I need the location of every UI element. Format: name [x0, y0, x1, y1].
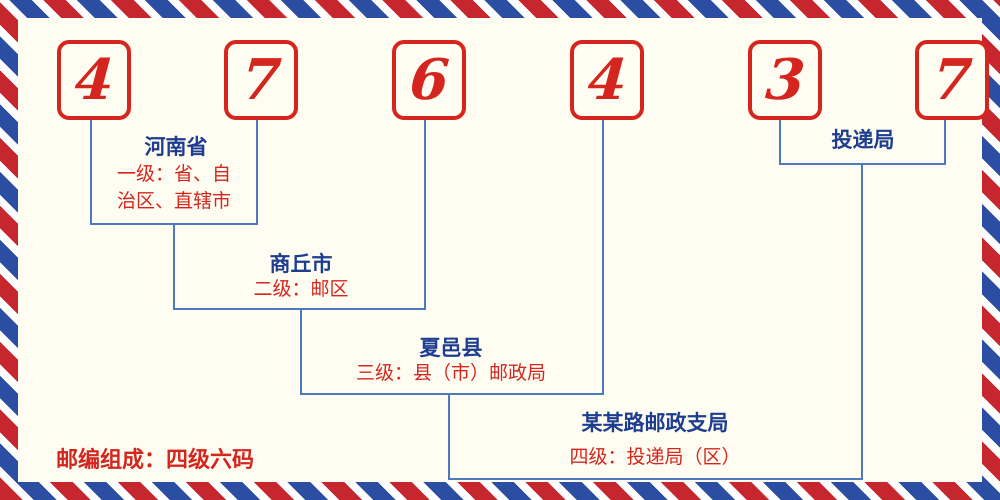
- connector-line: [448, 478, 863, 480]
- postal-digit-6: 7: [930, 47, 974, 113]
- level1-region-name: 河南省: [144, 135, 208, 159]
- level4-description: 四级：投递局（区）: [569, 446, 741, 468]
- level4-branch-name: 某某路邮政支局: [581, 411, 729, 435]
- postal-digit-box-4: 4: [570, 40, 644, 120]
- postal-digit-2: 7: [239, 47, 283, 113]
- level3-region-name: 夏邑县: [419, 336, 483, 360]
- connector-line: [300, 393, 604, 395]
- connector-line: [300, 308, 302, 393]
- connector-line: [779, 163, 946, 165]
- envelope-inner-area: 4 7 6 4 3 7: [18, 18, 989, 482]
- connector-line: [90, 120, 92, 223]
- postal-digit-1: 4: [72, 47, 116, 113]
- connector-line: [173, 223, 175, 308]
- level3-description: 三级：县（市）邮政局: [355, 362, 546, 384]
- connector-line: [861, 163, 863, 478]
- postal-digit-box-2: 7: [224, 40, 298, 120]
- postal-digit-4: 4: [585, 47, 629, 113]
- postal-digit-box-5: 3: [748, 40, 822, 120]
- postal-digit-box-6: 7: [915, 40, 989, 120]
- postal-digit-box-3: 6: [392, 40, 466, 120]
- connector-line: [944, 120, 946, 163]
- level2-description: 二级：邮区: [253, 278, 349, 300]
- postal-code-composition-note: 邮编组成：四级六码: [56, 448, 255, 473]
- connector-line: [173, 308, 426, 310]
- connector-line: [602, 120, 604, 393]
- connector-line: [424, 120, 426, 308]
- level1-description: 一级：省、自治区、直辖市: [116, 163, 231, 212]
- connector-line: [448, 393, 450, 478]
- postal-digit-3: 6: [407, 47, 451, 113]
- connector-line: [256, 120, 258, 223]
- postal-digit-5: 3: [763, 47, 807, 113]
- level2-region-name: 商丘市: [269, 252, 333, 276]
- connector-line: [779, 120, 781, 163]
- postal-digit-box-1: 4: [57, 40, 131, 120]
- delivery-office-label: 投递局: [831, 128, 895, 152]
